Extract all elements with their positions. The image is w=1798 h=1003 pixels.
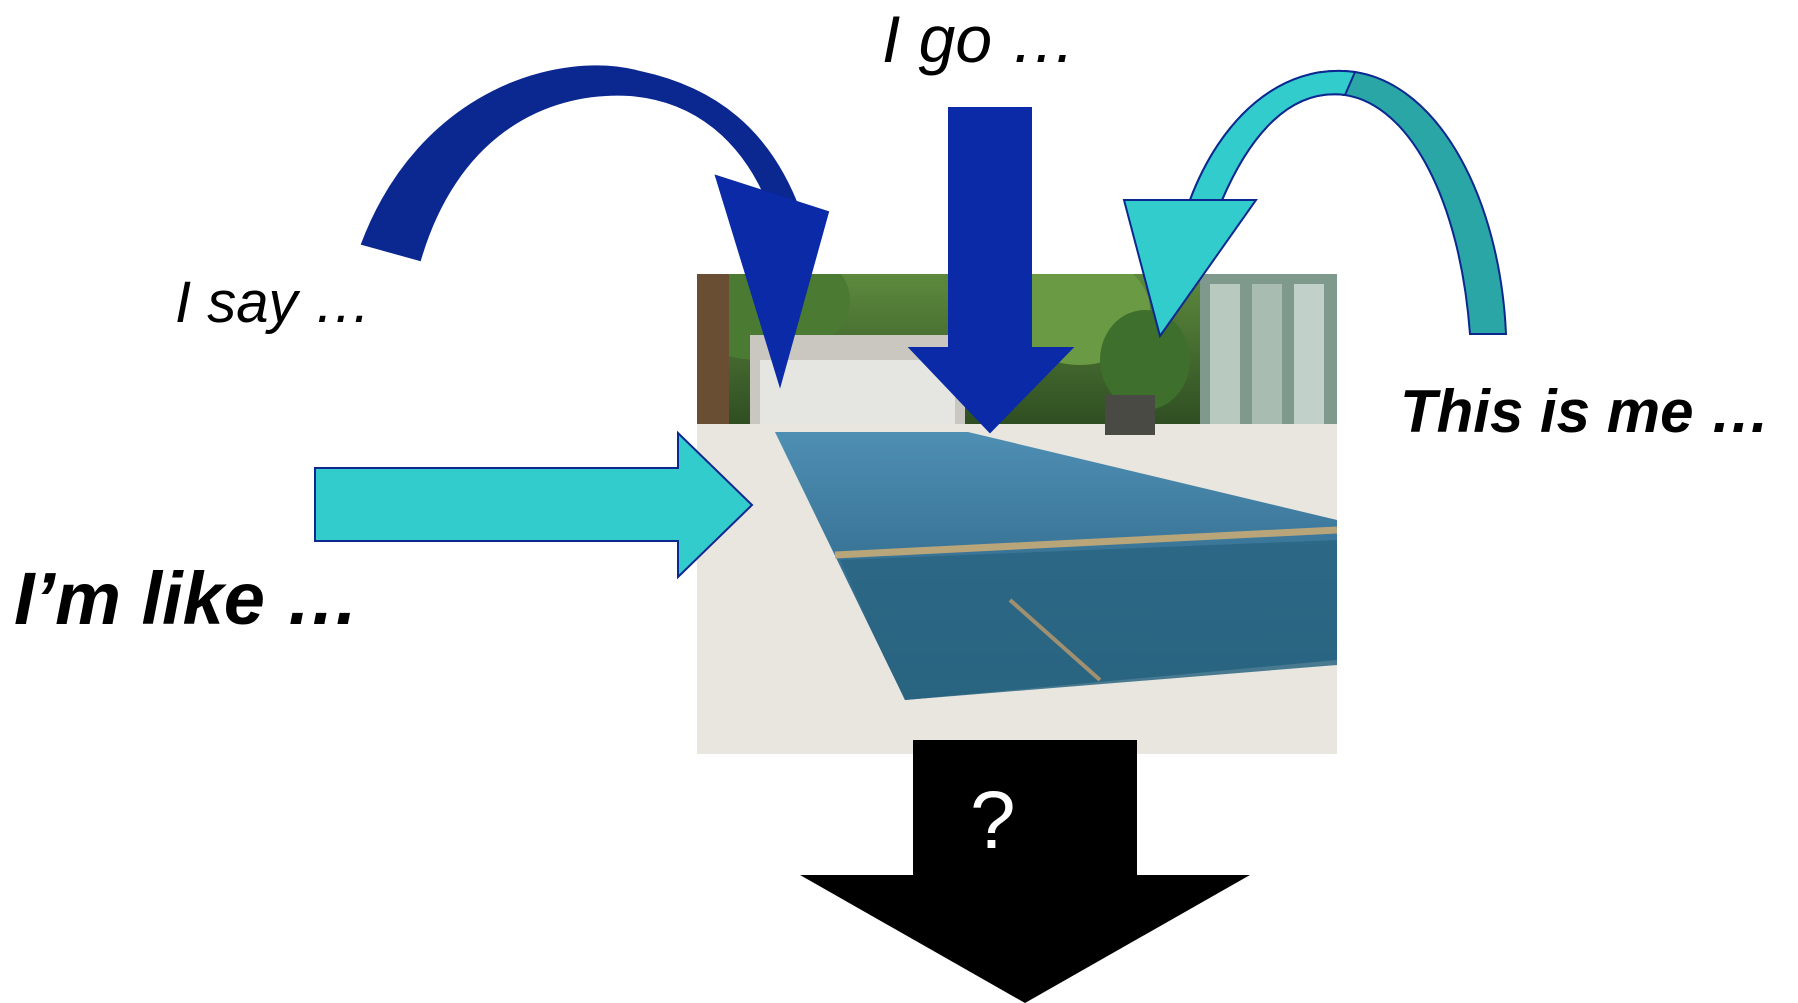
question-mark: ? <box>970 775 1016 866</box>
label-this-is-me: This is me … <box>1400 378 1771 445</box>
down-arrow-black <box>800 740 1250 1003</box>
right-arrow-cyan <box>314 430 754 580</box>
label-im-like: I’m like … <box>14 557 360 640</box>
down-arrow-dark-blue <box>907 107 1075 434</box>
label-i-say: I say … <box>175 270 372 335</box>
curved-arrow-dark-blue <box>360 65 830 389</box>
label-i-go: I go … <box>882 2 1077 76</box>
swimming-pool-photo <box>697 274 1337 754</box>
curved-arrow-teal <box>1122 69 1508 339</box>
